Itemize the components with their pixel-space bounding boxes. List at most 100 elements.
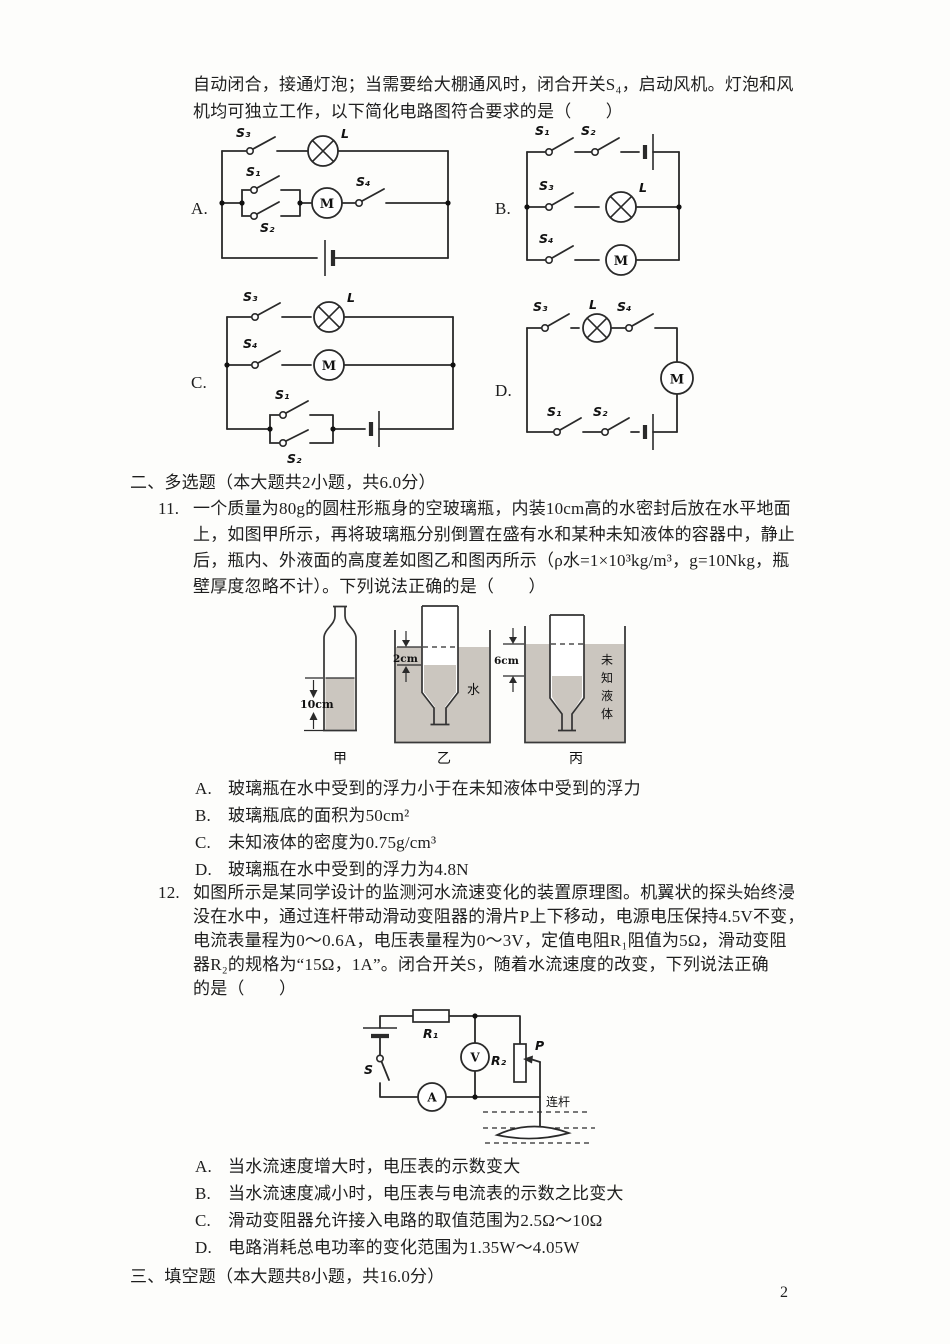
switch-s3-symbol <box>245 136 276 155</box>
circuit-wires <box>379 1015 541 1098</box>
circuit-d-figure: M S₃ L S₄ S₁ S₂ <box>526 297 694 450</box>
circuit-b-figure: M S₁ S₂ S₃ L S₄ <box>524 123 682 276</box>
option-marker: D. <box>195 1238 212 1257</box>
q12-option-d: D. 电路消耗总电功率的变化范围为1.35W～4.05W <box>195 1237 580 1259</box>
switch-s2-label: S₂ <box>593 404 608 419</box>
circuit-a-figure: M S₃ L S₁ S₂ S₄ <box>219 125 451 276</box>
switch-s2-symbol <box>279 429 309 448</box>
unknown-liquid-label: 知 <box>601 671 613 685</box>
switch-s4-symbol <box>355 188 385 208</box>
switch-s3-label: S₃ <box>236 125 251 140</box>
question-12-number: 12. <box>158 883 180 902</box>
motor-letter: M <box>320 197 334 212</box>
switch-s1-symbol <box>279 400 309 420</box>
switch-s3-symbol <box>250 302 281 321</box>
motor-letter: M <box>670 373 684 388</box>
q11-option-b: B. 玻璃瓶底的面积为50cm² <box>195 805 409 827</box>
bottle-bing-in-unknown-liquid: 6cm 未 知 液 体 丙 <box>494 614 626 767</box>
switch-s4-label: S₄ <box>243 336 257 351</box>
resistor-r1-symbol <box>412 1009 450 1023</box>
question-12-line: 如图所示是某同学设计的监测河水流速变化的装置原理图。机翼状的探头始终浸 <box>193 883 795 902</box>
circuit-a-label: A. <box>191 199 208 218</box>
unknown-liquid-label: 液 <box>601 688 613 703</box>
height-6cm-label: 6cm <box>494 655 519 667</box>
motor-letter: M <box>614 254 628 269</box>
question-12-line: 的是（ ） <box>193 979 297 998</box>
circuit-d-wires <box>526 327 678 433</box>
lamp-label: L <box>341 126 349 141</box>
resistor-r1-label: R₁ <box>423 1026 438 1041</box>
motor-symbol: M <box>660 361 694 395</box>
switch-s4-symbol <box>625 313 654 332</box>
water-fill <box>325 678 355 730</box>
switch-s1-label: S₁ <box>535 123 549 138</box>
lamp-symbol <box>313 301 345 333</box>
switch-s2-label: S₂ <box>581 123 596 138</box>
option-marker: B. <box>195 806 211 825</box>
motor-symbol: M <box>311 187 343 219</box>
q10-tail-line2: 机均可独立工作，以下简化电路图符合要求的是（ ） <box>193 102 623 121</box>
option-text: 当水流速度减小时，电压表与电流表的示数之比变大 <box>228 1184 624 1203</box>
q10-tail-line1: 自动闭合，接通灯泡；当需要给大棚通风时，闭合开关S₄，启动风机。灯泡和风 <box>193 75 794 94</box>
battery-symbol <box>642 414 654 450</box>
question-11-line: 壁厚度忽略不计）。下列说法正确的是（ ） <box>193 577 546 596</box>
option-text: 玻璃瓶在水中受到的浮力小于在未知液体中受到的浮力 <box>228 779 641 798</box>
lamp-symbol <box>307 135 339 167</box>
switch-s1-symbol <box>544 137 574 156</box>
switch-s2-symbol <box>601 417 630 437</box>
switch-s3-label: S₃ <box>533 299 548 314</box>
lamp-label: L <box>347 290 355 305</box>
option-text: 滑动变阻器允许接入电路的取值范围为2.5Ω～10Ω <box>228 1211 603 1230</box>
switch-s-symbol <box>375 1054 390 1081</box>
motor-letter: M <box>322 359 336 374</box>
ammeter-letter: A <box>426 1091 437 1105</box>
switch-s4-label: S₄ <box>356 174 370 189</box>
motor-symbol: M <box>313 349 345 381</box>
battery-symbol <box>368 411 380 447</box>
ammeter-symbol: A <box>417 1082 447 1112</box>
q12-option-b: B.当水流速度减小时，电压表与电流表的示数之比变大 <box>195 1183 624 1205</box>
battery-symbol <box>324 240 336 276</box>
switch-s1-symbol <box>552 417 582 437</box>
q11-option-a: A. 玻璃瓶在水中受到的浮力小于在未知液体中受到的浮力 <box>195 778 641 800</box>
q12-circuit-figure: R₁ R₂ P S V A 连杆 <box>363 1009 595 1144</box>
battery-symbol <box>642 134 654 170</box>
slider-p-label: P <box>535 1038 544 1053</box>
option-marker: C. <box>195 833 211 852</box>
height-10cm-label: 10cm <box>300 698 334 711</box>
connecting-rod-label: 连杆 <box>546 1094 570 1109</box>
q11-option-c: C. 未知液体的密度为0.75g/cm³ <box>195 832 436 854</box>
switch-s2-symbol <box>591 137 620 156</box>
switch-s1-label: S₁ <box>275 387 289 402</box>
bottle-yi-in-water: 2cm 水 乙 <box>393 605 491 767</box>
option-marker: A. <box>195 1157 212 1176</box>
option-text: 玻璃瓶底的面积为50cm² <box>228 806 410 825</box>
switch-s1-label: S₁ <box>246 164 260 179</box>
question-11-line: 一个质量为80g的圆柱形瓶身的空玻璃瓶，内装10cm高的水密封后放在水平地面 <box>193 499 791 518</box>
question-12-line: 没在水中，通过连杆带动滑动变阻器的滑片P上下移动，电源电压保持4.5V不变， <box>193 907 805 926</box>
option-text: 未知液体的密度为0.75g/cm³ <box>228 833 437 852</box>
section-2-heading: 二、多选题（本大题共2小题，共6.0分） <box>130 473 436 492</box>
option-marker: A. <box>195 779 212 798</box>
bottle-jia: 10cm 甲 <box>300 605 357 767</box>
option-marker: C. <box>195 1211 211 1230</box>
option-text: 玻璃瓶在水中受到的浮力为4.8N <box>228 860 469 879</box>
height-2cm-label: 2cm <box>393 653 418 665</box>
unknown-liquid-label: 未 <box>601 653 613 667</box>
switch-s4-symbol <box>250 350 281 370</box>
water-label: 水 <box>467 682 480 697</box>
voltmeter-letter: V <box>469 1051 480 1065</box>
switch-s-label: S <box>364 1062 373 1077</box>
switch-s2-symbol <box>249 201 280 221</box>
section-3-heading: 三、填空题（本大题共8小题，共16.0分） <box>130 1267 445 1286</box>
page-number: 2 <box>780 1284 788 1301</box>
question-11-line: 上，如图甲所示，再将玻璃瓶分别倒置在盛有水和某种未知液体的容器中，静止 <box>193 525 795 544</box>
q11-bottles-figure: 10cm 甲 2cm 水 乙 6cm 未 知 液 体 <box>300 605 626 767</box>
q12-option-a: A.当水流速度增大时，电压表的示数变大 <box>195 1156 520 1178</box>
voltmeter-symbol: V <box>460 1042 490 1072</box>
question-11-number: 11. <box>158 499 180 518</box>
lamp-label: L <box>639 180 647 195</box>
q12-option-c: C. 滑动变阻器允许接入电路的取值范围为2.5Ω～10Ω <box>195 1210 603 1232</box>
question-12-line: 电流表量程为0～0.6A，电压表量程为0～3V，定值电阻R₁阻值为5Ω，滑动变阻 <box>193 931 787 950</box>
option-text: 电路消耗总电功率的变化范围为1.35W～4.05W <box>228 1238 580 1257</box>
